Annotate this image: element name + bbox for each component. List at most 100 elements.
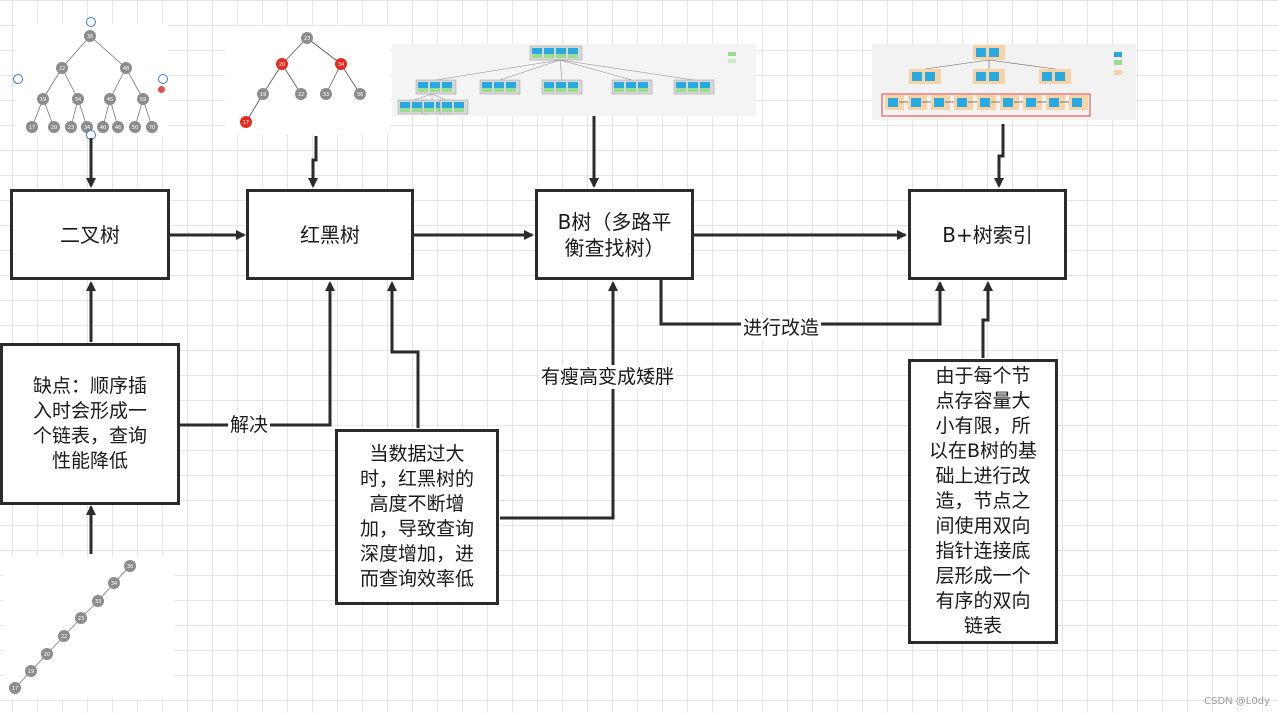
bplus-reason-note[interactable]: 由于每个节点存容量大小有限，所以在B树的基础上进行改造，节点之间使用双向指针连接… bbox=[908, 359, 1058, 644]
chain-node-label: 33 bbox=[95, 599, 101, 605]
bt-node bbox=[129, 121, 141, 133]
bplus-root-key bbox=[989, 48, 999, 57]
rb-node bbox=[240, 116, 252, 128]
edge-drawback-solve-red-black bbox=[180, 281, 335, 427]
selection-handle-right[interactable] bbox=[158, 74, 168, 84]
bt-node bbox=[37, 93, 49, 105]
bplus-tree-diagram bbox=[881, 45, 1122, 117]
btree-root-key bbox=[556, 48, 566, 54]
rb-node bbox=[301, 32, 313, 44]
bt-node bbox=[120, 62, 132, 74]
edge-rb-thumb-to-red-black bbox=[308, 136, 318, 188]
btree-internal-data bbox=[568, 88, 578, 92]
chain-node bbox=[41, 648, 53, 660]
bt-node-label: 22 bbox=[59, 66, 65, 72]
bt-node bbox=[137, 93, 149, 105]
edge-rb-note-to-red-black bbox=[387, 281, 420, 428]
bplus-legend-swatch bbox=[1114, 52, 1122, 57]
rb-edge bbox=[281, 37, 308, 65]
bt-node-label: 34 bbox=[84, 125, 90, 131]
rb-node-label: 36 bbox=[357, 92, 363, 98]
bplus-leaf-key bbox=[1003, 98, 1013, 107]
btree-internal-key bbox=[506, 82, 516, 88]
bt-node-label: 40 bbox=[100, 125, 106, 131]
btree-leaf-key bbox=[442, 102, 452, 108]
selection-handle-top[interactable] bbox=[86, 17, 96, 27]
btree-internal-key bbox=[556, 82, 566, 88]
btree-internal-key bbox=[700, 82, 710, 88]
bt-node bbox=[48, 121, 60, 133]
bt-edge bbox=[42, 67, 63, 100]
btree-leaf-key bbox=[454, 102, 464, 108]
chain-node bbox=[9, 682, 21, 694]
chain-node bbox=[25, 665, 37, 677]
red-black-tree-node[interactable]: 红黑树 bbox=[246, 189, 414, 280]
bt-node bbox=[146, 121, 158, 133]
edge-label-thin-to-fat: 有瘦高变成矮胖 bbox=[539, 365, 677, 389]
rb-node-label: 19 bbox=[260, 92, 266, 98]
btree-internal-key bbox=[568, 82, 578, 88]
bplus-legend-swatch bbox=[1114, 70, 1122, 75]
bt-node bbox=[26, 121, 38, 133]
chain-node bbox=[75, 612, 87, 624]
btree-internal-data bbox=[556, 88, 566, 92]
bt-node-label: 36 bbox=[87, 34, 93, 40]
bt-node bbox=[84, 30, 96, 42]
rb-node-label: 17 bbox=[243, 120, 249, 126]
rb-node bbox=[276, 58, 288, 70]
btree-internal-data bbox=[418, 88, 428, 92]
btree-internal-key bbox=[418, 82, 428, 88]
chain-node bbox=[108, 577, 120, 589]
bplus-internal-key bbox=[912, 72, 922, 81]
chain-node bbox=[58, 630, 70, 642]
b-tree-node[interactable]: B树（多路平衡查找树） bbox=[535, 189, 694, 280]
bt-node bbox=[112, 121, 124, 133]
b-tree-thumbnail bbox=[392, 44, 756, 116]
btree-internal-key bbox=[688, 82, 698, 88]
btree-internal-key bbox=[544, 82, 554, 88]
btree-internal-key bbox=[626, 82, 636, 88]
edge-bplus-thumb-to-bplus bbox=[994, 124, 1005, 188]
btree-leaf-data bbox=[424, 108, 434, 112]
bt-node-label: 20 bbox=[51, 125, 57, 131]
chain-node-label: 23 bbox=[78, 616, 84, 622]
red-black-tree-label: 红黑树 bbox=[300, 222, 360, 247]
btree-leaf-data bbox=[412, 108, 422, 112]
bplus-index-node[interactable]: B+树索引 bbox=[908, 189, 1067, 280]
btree-edge bbox=[499, 59, 561, 81]
bplus-internal-key bbox=[1055, 72, 1065, 81]
binary-tree-node[interactable]: 二叉树 bbox=[10, 189, 170, 280]
bplus-index-label: B+树索引 bbox=[942, 222, 1033, 247]
edge-label-transform: 进行改造 bbox=[741, 316, 822, 340]
btree-internal-data bbox=[638, 88, 648, 92]
btree-legend-swatch bbox=[728, 59, 736, 63]
chain-node-label: 36 bbox=[127, 564, 133, 570]
selection-handle-left[interactable] bbox=[13, 74, 23, 84]
btree-internal-data bbox=[688, 88, 698, 92]
bt-edge bbox=[61, 35, 91, 69]
bplus-legend-swatch bbox=[1114, 60, 1122, 65]
rb-node-label: 23 bbox=[304, 36, 310, 42]
binary-tree-drawback-text: 缺点：顺序插入时会形成一个链表，查询性能降低 bbox=[32, 375, 147, 472]
binary-tree-drawback-note[interactable]: 缺点：顺序插入时会形成一个链表，查询性能降低 bbox=[0, 343, 180, 505]
btree-root-key bbox=[532, 48, 542, 54]
btree-root-data bbox=[544, 54, 554, 58]
red-black-drawback-note[interactable]: 当数据过大时，红黑树的高度不断增加，导致查询深度增加，进而查询效率低 bbox=[335, 429, 499, 605]
btree-internal-data bbox=[494, 88, 504, 92]
bplus-internal-key bbox=[1042, 72, 1052, 81]
rb-node bbox=[354, 88, 366, 100]
bplus-internal-key bbox=[925, 72, 935, 81]
bt-node-label: 46 bbox=[115, 125, 121, 131]
btree-leaf-key bbox=[424, 102, 434, 108]
btree-leaf-data bbox=[442, 108, 452, 112]
bplus-edge bbox=[988, 59, 1056, 70]
btree-internal-key bbox=[676, 82, 686, 88]
btree-root-key bbox=[544, 48, 554, 54]
bplus-leaf-key bbox=[980, 98, 990, 107]
bt-node-label: 45 bbox=[107, 97, 113, 103]
bt-node-label: 23 bbox=[68, 125, 74, 131]
